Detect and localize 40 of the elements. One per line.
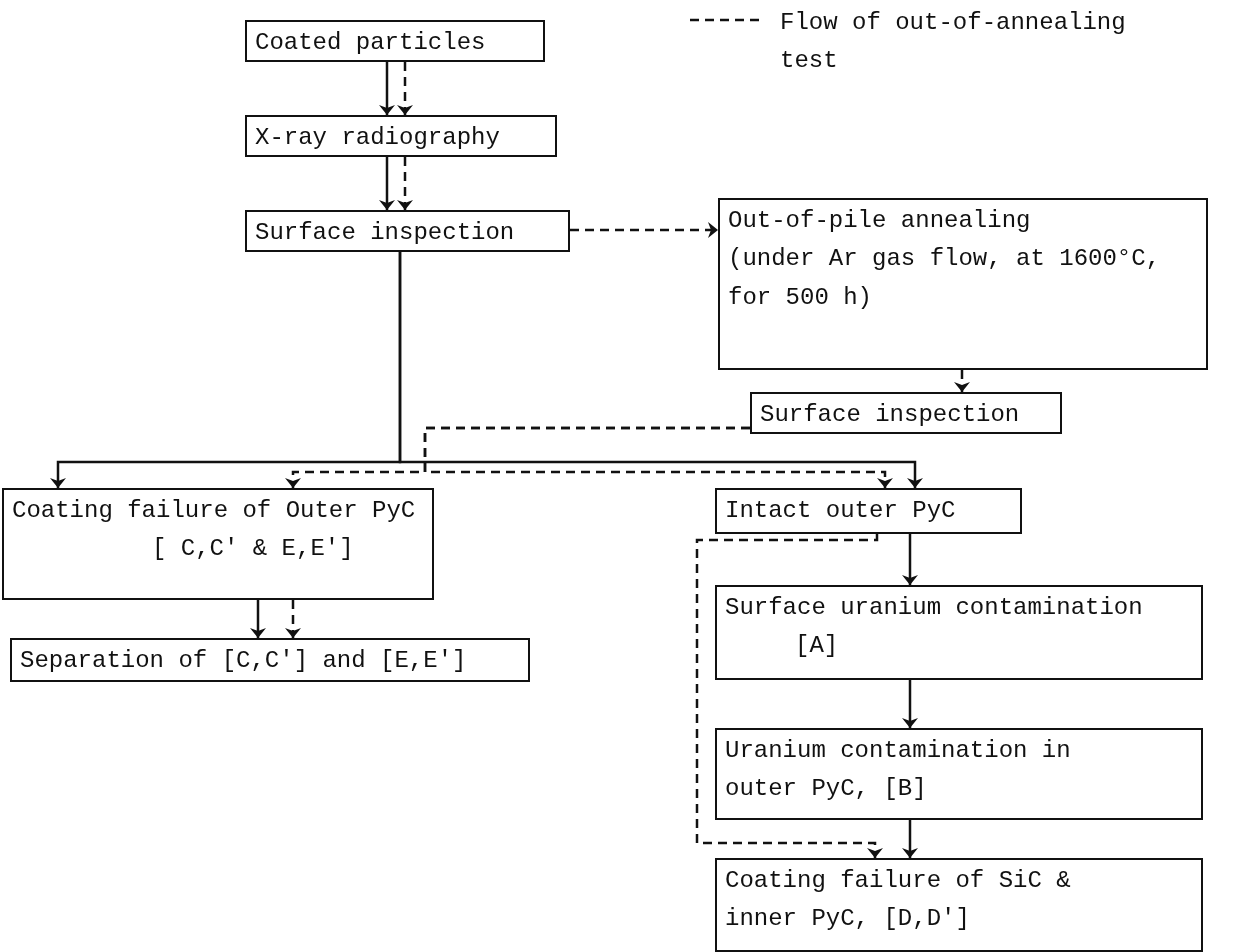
process-box [10,638,530,682]
process-box [715,488,1022,534]
node-text: Intact outer PyC [725,496,957,526]
process-box [715,585,1203,680]
node-text: Separation of [C,C'] and [E,E'] [20,646,468,676]
arrow [398,252,923,488]
process-box [715,858,1203,952]
arrow [570,222,718,238]
arrow [379,62,395,115]
process-box [715,728,1203,820]
arrow [902,534,918,585]
arrow [695,533,883,858]
arrow [397,62,413,115]
node-text: Coating failure of Outer PyC [12,496,417,526]
arrow [250,600,266,638]
node-text: Out-of-pile annealing [728,206,1032,236]
process-box [2,488,434,600]
arrow [285,600,301,638]
process-box [750,392,1062,434]
node-text: Coating failure of SiC & inner PyC, [D,D'] [725,866,1072,935]
node-text: Surface uranium contamination [725,593,1144,623]
node-text: Surface inspection [255,218,516,248]
node-text: Uranium contamination in outer PyC, [B] [725,736,1072,805]
legend-text: Flow of out-of-annealing test [780,8,1127,77]
process-box [245,20,545,62]
arrow [902,680,918,728]
node-text: Coated particles [255,28,487,58]
process-box [245,115,557,157]
process-box [245,210,570,252]
arrow [423,426,893,488]
node-text: Surface inspection [760,400,1021,430]
process-box [718,198,1208,370]
arrow [397,157,413,210]
arrow [954,370,970,392]
node-text: X-ray radiography [255,123,501,153]
node-text: [A] [794,631,840,662]
node-text: [ C,C' & E,E'] [151,534,355,565]
node-text: (under Ar gas flow, at 1600°C, for 500 h) [728,244,1162,313]
arrow [379,157,395,210]
arrow [902,820,918,858]
